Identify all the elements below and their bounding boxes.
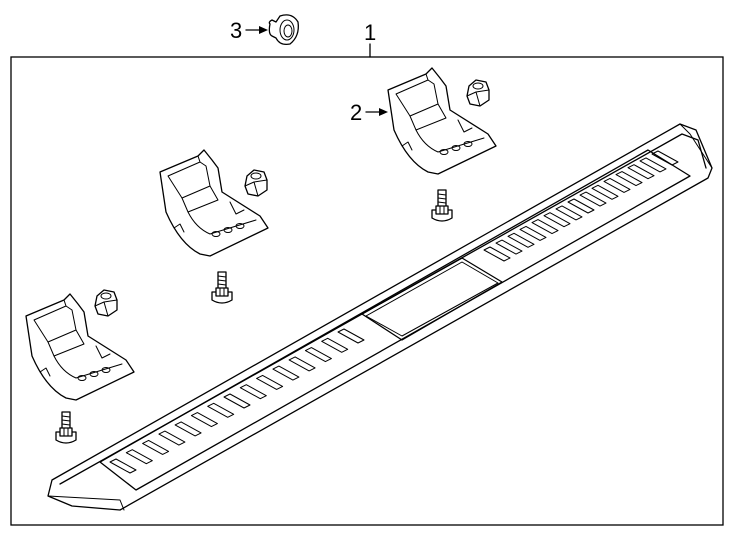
hex-nut-right [466, 79, 490, 107]
hex-nut-middle [244, 169, 268, 197]
callout-3-arrow [245, 26, 268, 34]
hex-nut-left [94, 289, 118, 317]
running-board [47, 123, 713, 511]
bolt-right [431, 189, 453, 222]
rivet-nut [268, 14, 299, 46]
mounting-bracket-left [25, 293, 135, 401]
callout-1-label: 1 [364, 20, 376, 45]
callout-2-arrow [365, 108, 388, 116]
bolt-middle [211, 271, 233, 304]
bolt-left [55, 411, 77, 444]
callout-2-label: 2 [350, 100, 362, 125]
callout-3-label: 3 [230, 18, 242, 43]
diagram-frame [10, 56, 724, 526]
center-step-pad [361, 257, 503, 341]
mounting-bracket-middle [159, 149, 269, 257]
